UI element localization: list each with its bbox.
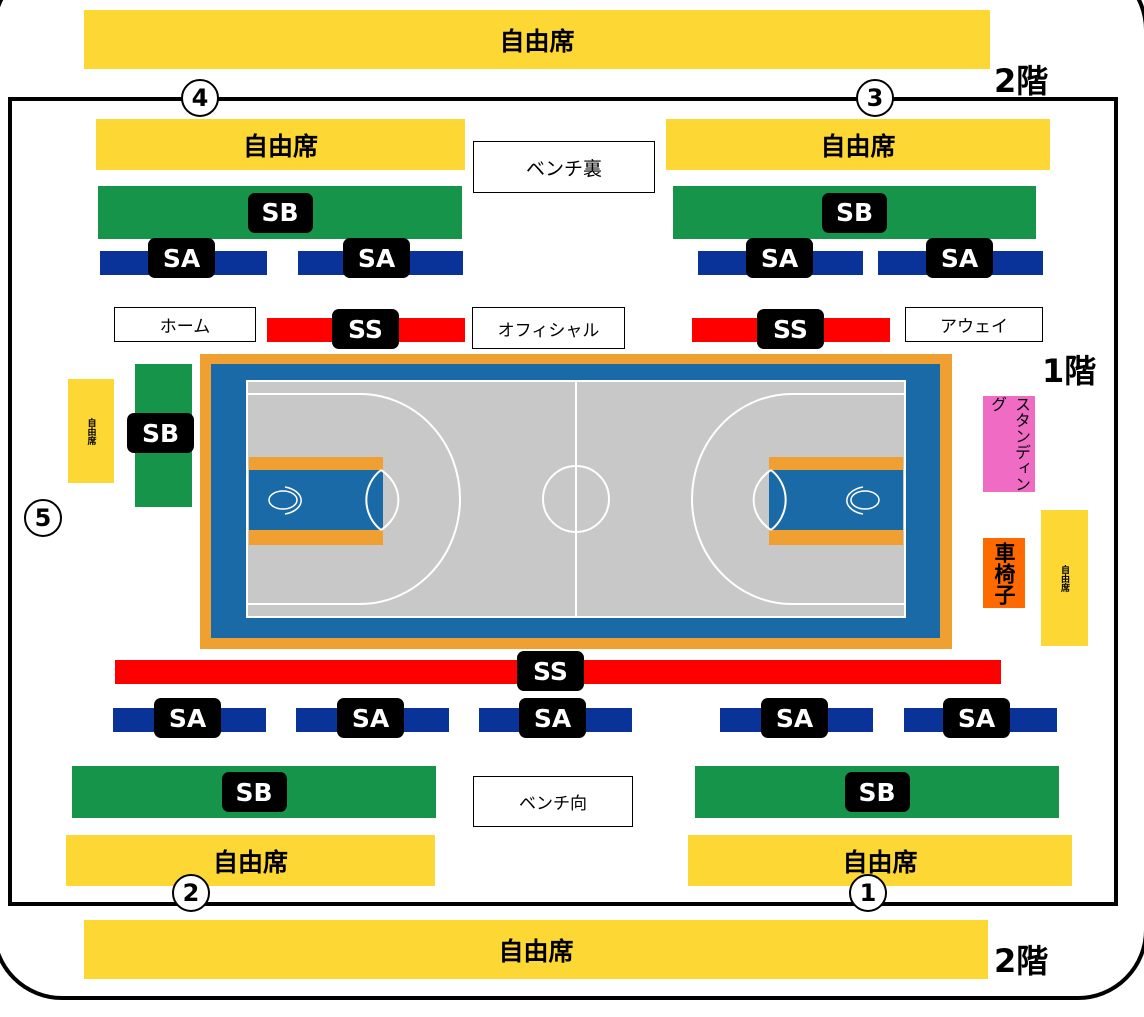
three-point-left [247, 393, 461, 605]
floor1-area-outline [8, 97, 1118, 906]
label: 自由席 [498, 936, 574, 966]
bench-front-box: ベンチ向 [473, 776, 633, 827]
sa-badge: SA [943, 698, 1010, 738]
restricted-left [284, 486, 302, 515]
seat-2f-top-free[interactable]: 自由席 [84, 10, 990, 69]
paint-left [249, 470, 383, 530]
basketball-court [200, 354, 952, 649]
label: 自由席 [1059, 564, 1069, 592]
sb-badge: SB [247, 192, 313, 233]
ss-badge: SS [332, 309, 399, 349]
seat-top-left-sb[interactable]: SB [98, 186, 462, 239]
sa-badge: SA [761, 698, 828, 738]
seat-top-right-free[interactable]: 自由席 [666, 119, 1050, 170]
sb-badge: SB [822, 192, 887, 233]
gate-3: 3 [856, 79, 894, 117]
paint-right [769, 470, 903, 530]
center-circle [542, 465, 610, 533]
label: 車椅子 [992, 541, 1016, 605]
bench-back-box: ベンチ裏 [473, 141, 655, 193]
seat-wheelchair[interactable]: 車椅子 [983, 538, 1025, 608]
seat-left-free[interactable]: 自由席 [68, 379, 114, 483]
official-box: オフィシャル [472, 307, 625, 349]
sb-badge: SB [221, 772, 287, 812]
seat-top-left-free[interactable]: 自由席 [96, 119, 465, 170]
ft-left [380, 469, 400, 531]
seat-2f-bottom-free[interactable]: 自由席 [84, 920, 988, 979]
seat-top-right-sb[interactable]: SB [673, 186, 1036, 239]
label: 自由席 [842, 847, 918, 877]
gate-4: 4 [181, 79, 219, 117]
away-box: アウェイ [905, 307, 1043, 342]
sb-badge: SB [127, 413, 194, 453]
three-point-right [691, 393, 905, 605]
sa-badge: SA [154, 698, 221, 738]
rim-right [850, 490, 880, 510]
floor-1f-label: 1階 [1042, 352, 1097, 390]
label: 自由席 [85, 417, 96, 445]
gate-5: 5 [24, 499, 62, 537]
sa-badge: SA [337, 698, 404, 738]
seat-bottom-right-sb[interactable]: SB [695, 766, 1059, 818]
seat-bottom-left-sb[interactable]: SB [72, 766, 436, 818]
seat-bottom-left-free[interactable]: 自由席 [66, 835, 435, 886]
label: スタンディング [988, 396, 1031, 492]
label: 自由席 [212, 847, 288, 877]
seat-right-free[interactable]: 自由席 [1041, 510, 1088, 646]
paint-left-arc [365, 469, 382, 531]
gate-1: 1 [849, 874, 887, 912]
paint-right-arc [770, 469, 787, 531]
sa-badge: SA [926, 238, 993, 278]
home-box: ホーム [114, 307, 256, 342]
sb-badge: SB [844, 772, 910, 812]
sa-badge: SA [519, 698, 586, 738]
ft-right [752, 469, 772, 531]
ss-badge: SS [757, 309, 824, 349]
floor-2f-top-label: 2階 [994, 62, 1049, 100]
ss-badge: SS [517, 651, 584, 691]
sa-badge: SA [343, 238, 410, 278]
restricted-right [846, 486, 864, 515]
rim-left [268, 490, 298, 510]
gate-2: 2 [172, 874, 210, 912]
seat-standing[interactable]: スタンディング [983, 396, 1035, 492]
label: 自由席 [242, 131, 318, 161]
label: 自由席 [499, 26, 575, 56]
floor-2f-bottom-label: 2階 [994, 942, 1049, 980]
sa-badge: SA [148, 238, 215, 278]
sa-badge: SA [746, 238, 813, 278]
label: 自由席 [820, 131, 896, 161]
